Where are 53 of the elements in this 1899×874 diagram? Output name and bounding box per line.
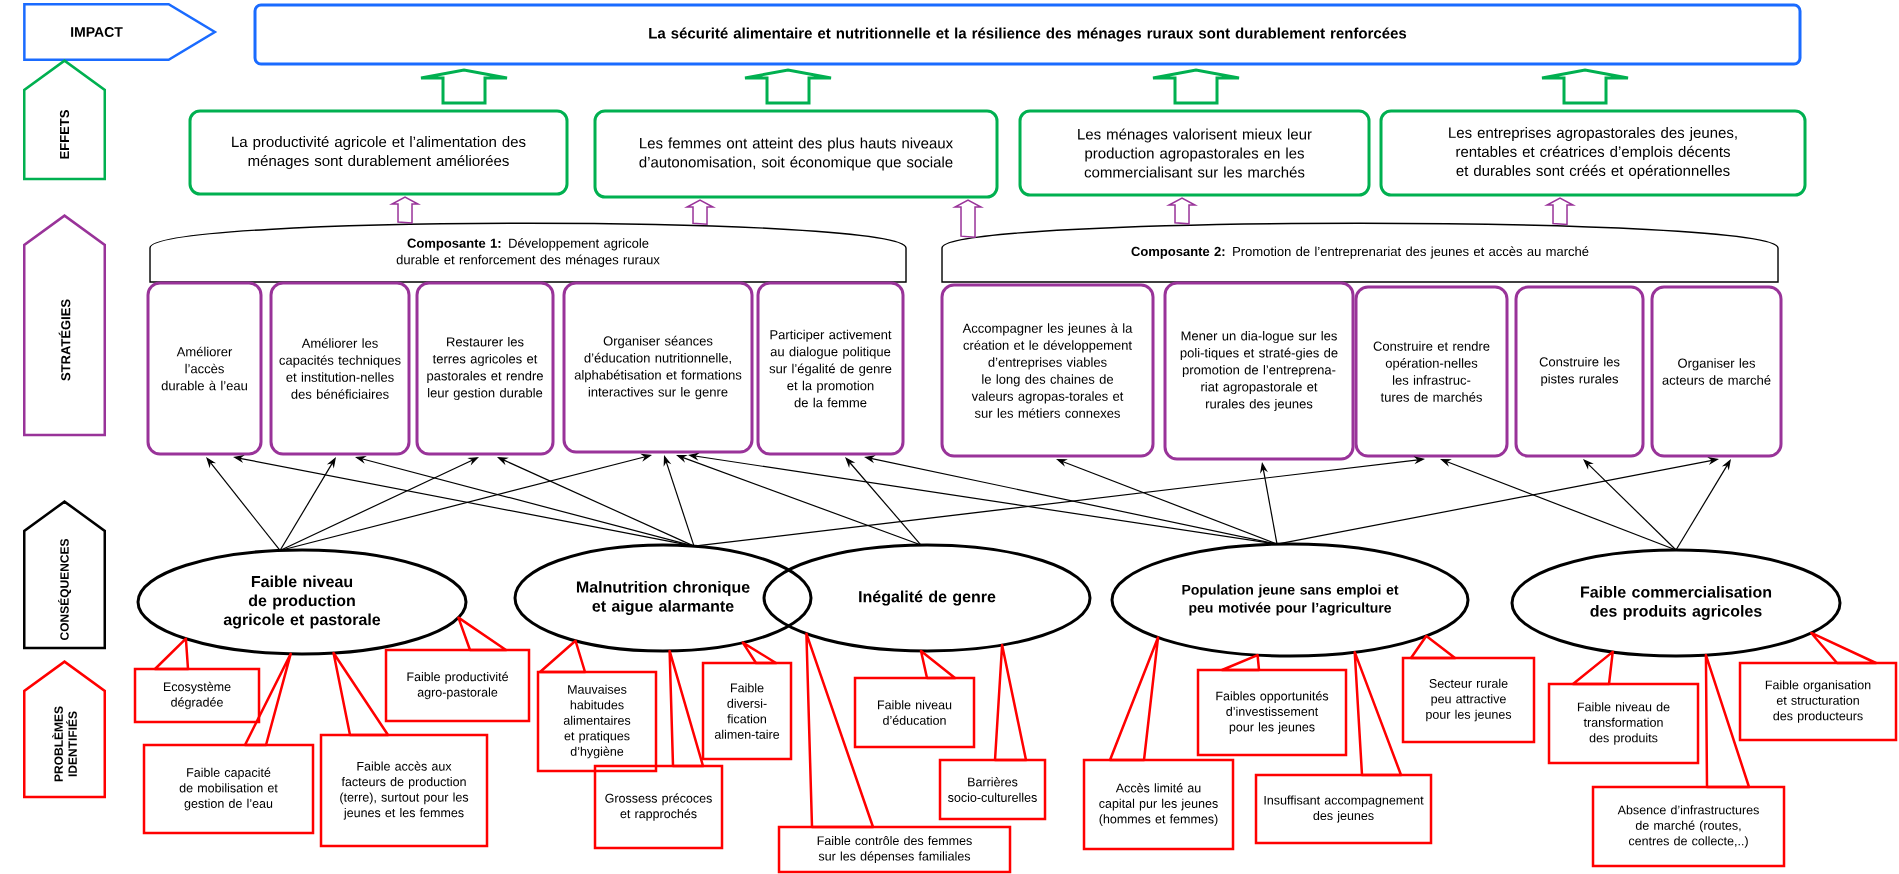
problem-callout: Faible productivité agro-pastorale: [384, 648, 531, 723]
block-arrow: [419, 68, 509, 105]
problem-callout: Faible contrôle des femmes sur les dépenses familiales: [777, 825, 1012, 874]
problem-callout: Ecosystème dégradée: [133, 667, 261, 724]
impact-box: La sécurité alimentaire et nutritionnelle et la résilience des ménages ruraux sont durablement renforcées: [253, 3, 1802, 66]
strategy-box: Organiser séances d’éducation nutritionnelle, alphabétisation et formations interactives sur le genre: [562, 281, 754, 454]
level-tag: CONSÉQUENCES: [23, 500, 106, 650]
component-band: Composante 2: Promotion de l’entreprenariat des jeunes et accès au marché: [941, 222, 1779, 283]
block-arrow: [952, 199, 984, 238]
problem-callout: Grossess précoces et rapprochés: [593, 764, 724, 850]
effect-box: La productivité agricole et l’alimentation des ménages sont durablement améliorées: [188, 109, 569, 196]
problem-callout: Faible diversi-fication alimen-taire: [701, 661, 793, 761]
level-tag: IMPACT: [23, 3, 218, 61]
problem-callout: Accès limité au capital pur les jeunes (hommes et femmes): [1082, 758, 1235, 851]
strategy-box: Organiser les acteurs de marché: [1650, 285, 1783, 458]
problem-callout: Faible niveau d’éducation: [853, 676, 976, 749]
level-tag: EFFETS: [23, 59, 106, 181]
block-arrow: [684, 199, 716, 225]
block-arrow: [1166, 197, 1198, 225]
block-arrow: [1151, 68, 1241, 105]
problem-callout: Faible capacité de mobilisation et gestion de l’eau: [142, 743, 315, 835]
arrow: [206, 457, 281, 552]
problem-callout: Faible organisation et structuration des producteurs: [1738, 661, 1898, 742]
strategy-box: Participer activement au dialogue politique sur l’égalité de genre et la promotion de la femme: [756, 281, 905, 456]
effect-box: Les femmes ont atteint des plus hauts niveaux d’autonomisation, soit économique que sociale: [593, 109, 999, 199]
component-band: Composante 1: Développement agricole durable et renforcement des ménages ruraux: [149, 222, 907, 283]
block-arrow: [389, 196, 421, 224]
problem-callout: Faible accès aux facteurs de production (terre), surtout pour les jeunes et les femmes: [319, 733, 489, 848]
effect-box: Les ménages valorisent mieux leur production agropastorales en les commercialisant sur les marchés: [1018, 109, 1371, 197]
block-arrow: [1540, 68, 1630, 105]
arrow: [279, 457, 336, 552]
effect-box: Les entreprises agropastorales des jeunes, rentables et créatrices d’emplois décents et durables sont créés et opérationnelles: [1379, 109, 1807, 197]
problem-callout: Barrières socio-culturelles: [938, 758, 1047, 821]
strategy-box: Améliorer les capacités techniques et institution-nelles des bénéficiaires: [269, 281, 411, 456]
problem-callout: Mauvaises habitudes alimentaires et pratiques d’hygiène: [536, 670, 658, 773]
strategy-box: Construire les pistes rurales: [1514, 285, 1645, 458]
arrow: [1675, 459, 1731, 551]
level-tag: STRATÉGIES: [23, 214, 106, 437]
block-arrow: [1544, 197, 1576, 226]
arrow: [1583, 459, 1677, 551]
level-tag: PROBLÈMES IDENTIFIÉS: [23, 660, 106, 799]
strategy-box: Améliorer l’accès durable à l’eau: [146, 281, 263, 456]
strategy-box: Mener un dia-logue sur les poli-tiques et straté-gies de promotion de l’entreprena-riat agropastorale et rurales des jeunes: [1163, 281, 1355, 461]
problem-callout: Faibles opportunités d’investissement pour les jeunes: [1196, 668, 1348, 757]
problem-callout: Absence d’infrastructures de marché (routes, centres de collecte,..): [1591, 785, 1786, 868]
block-arrow: [743, 68, 833, 105]
problem-callout: Secteur rurale peu attractive pour les jeunes: [1401, 656, 1536, 744]
strategy-box: Construire et rendre opération-nelles les infrastruc-tures de marchés: [1354, 285, 1509, 458]
arrow: [845, 457, 922, 546]
problem-callout: Insuffisant accompagnement des jeunes: [1254, 773, 1433, 845]
strategy-box: Accompagner les jeunes à la création et le développement d’entreprises viables le long des chaines de valeurs agropas-torales et sur les métiers connexes: [940, 283, 1155, 458]
problem-callout: Faible niveau de transformation des produits: [1547, 682, 1700, 765]
strategy-box: Restaurer les terres agricoles et pastorales et rendre leur gestion durable: [415, 281, 555, 456]
